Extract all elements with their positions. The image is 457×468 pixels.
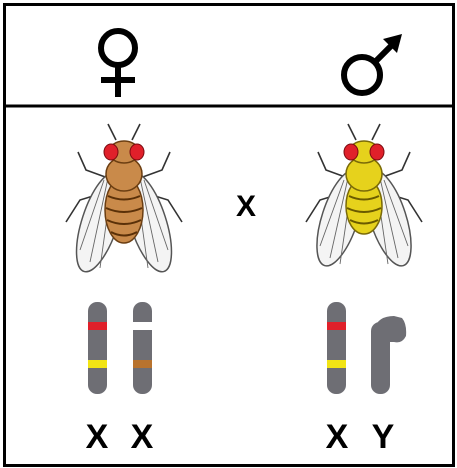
male-chromosome-label-y: Y: [372, 418, 395, 456]
female-chromosome-label-1: X: [86, 418, 109, 456]
female-symbol-icon: [101, 31, 135, 97]
male-symbol-icon: [344, 42, 395, 93]
male-chromosome-label-x: X: [326, 418, 349, 456]
red-eye-allele-band: [327, 322, 346, 330]
cross-sign: X: [236, 190, 256, 223]
male-fly-right-eye: [370, 144, 384, 160]
female-fly-left-eye: [104, 144, 118, 160]
male-fly-left-eye: [344, 144, 358, 160]
red-eye-allele-band: [88, 322, 107, 330]
female-chromosome-1: [88, 302, 107, 394]
male-fly: [306, 124, 422, 271]
white-eye-allele-band: [133, 322, 152, 330]
male-chromosome-x: [327, 302, 346, 394]
yellow-body-allele-band: [88, 360, 107, 368]
female-chromosome-2: [133, 302, 152, 394]
male-chromosome-y: [371, 316, 406, 394]
female-fly: [66, 124, 182, 277]
female-fly-right-eye: [130, 144, 144, 160]
brown-body-allele-band: [133, 360, 152, 368]
yellow-body-allele-band: [327, 360, 346, 368]
female-chromosome-label-2: X: [131, 418, 154, 456]
